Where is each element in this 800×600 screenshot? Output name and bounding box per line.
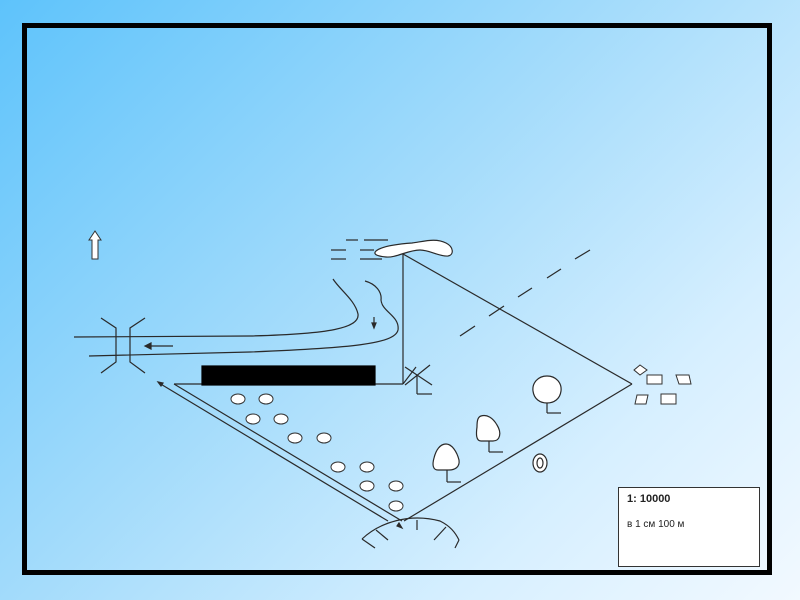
tree-icon: [475, 414, 503, 453]
house-icon: [633, 364, 648, 376]
windmill-icon: [402, 364, 433, 395]
house-icon: [660, 393, 677, 405]
tree-icon: [532, 375, 562, 414]
river: [73, 278, 399, 357]
house-icon: [675, 374, 692, 385]
well-icon: [532, 453, 548, 473]
house-icon: [634, 394, 649, 405]
lake: [374, 239, 453, 258]
building: [201, 365, 376, 386]
settlement: [633, 364, 692, 405]
ravine-icon: [361, 517, 460, 549]
road-lines: [156, 253, 633, 530]
house-icon: [646, 374, 663, 385]
scale-legend: 1: 10000 в 1 см 100 м: [618, 487, 760, 567]
bridge-icon: [100, 317, 146, 374]
scale-description: в 1 см 100 м: [627, 519, 685, 530]
power-line: [459, 249, 591, 337]
map-frame: [22, 23, 772, 575]
tree-icon: [432, 443, 461, 483]
flow-arrow-icon: [143, 342, 173, 350]
marsh-lines: [331, 239, 388, 260]
orchard: [230, 393, 404, 512]
flow-arrow-icon: [371, 317, 377, 330]
north-arrow-icon: [88, 230, 102, 260]
scale-ratio: 1: 10000: [627, 493, 671, 505]
